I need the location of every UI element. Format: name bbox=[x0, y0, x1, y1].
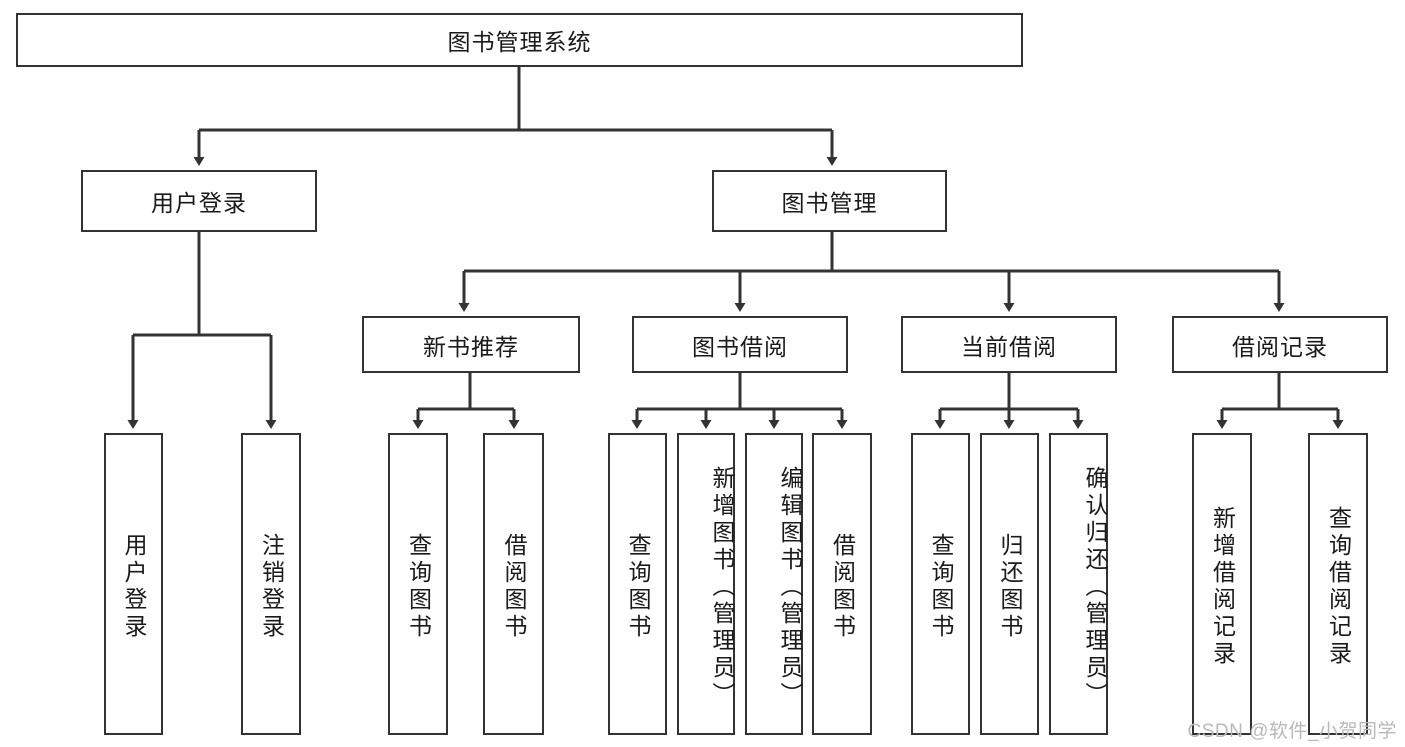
leaf-query-book-current-label: 查询图书 bbox=[928, 533, 954, 641]
leaf-add-borrow-record[interactable]: 新增借阅记录 bbox=[1192, 433, 1252, 735]
node-user-login-label: 用户登录 bbox=[151, 190, 247, 216]
node-current-borrow-label: 当前借阅 bbox=[961, 333, 1057, 360]
node-book-borrow-label: 图书借阅 bbox=[692, 333, 788, 360]
leaf-query-borrow-record-label: 查询借阅记录 bbox=[1325, 506, 1352, 668]
leaf-add-borrow-record-label: 新增借阅记录 bbox=[1209, 506, 1236, 668]
leaf-borrow-book-newbooks-label: 借阅图书 bbox=[501, 533, 527, 641]
leaf-query-book-newbooks-label: 查询图书 bbox=[405, 533, 432, 641]
leaf-confirm-return[interactable]: 确认归还（管理员） bbox=[1049, 433, 1108, 735]
node-new-book-recommend-label: 新书推荐 bbox=[423, 333, 519, 360]
leaf-confirm-return-label: 确认归还（管理员） bbox=[1082, 465, 1108, 709]
leaf-edit-book-label: 编辑图书（管理员） bbox=[777, 465, 803, 709]
leaf-borrow-book-newbooks[interactable]: 借阅图书 bbox=[483, 433, 544, 735]
node-current-borrow[interactable]: 当前借阅 bbox=[901, 316, 1117, 373]
leaf-add-book[interactable]: 新增图书（管理员） bbox=[677, 433, 735, 735]
leaf-add-book-label: 新增图书（管理员） bbox=[709, 465, 735, 709]
leaf-user-login-label: 用户登录 bbox=[121, 533, 147, 641]
node-borrow-records-label: 借阅记录 bbox=[1232, 333, 1328, 360]
leaf-borrow-book-borrow-label: 借阅图书 bbox=[829, 533, 856, 641]
leaf-query-book-borrow[interactable]: 查询图书 bbox=[608, 433, 667, 735]
leaf-user-login[interactable]: 用户登录 bbox=[104, 433, 163, 735]
node-root-label: 图书管理系统 bbox=[447, 29, 592, 55]
node-user-login[interactable]: 用户登录 bbox=[81, 170, 317, 232]
node-book-management[interactable]: 图书管理 bbox=[712, 170, 947, 232]
node-book-borrow[interactable]: 图书借阅 bbox=[632, 316, 848, 373]
node-new-book-recommend[interactable]: 新书推荐 bbox=[362, 316, 580, 373]
leaf-query-book-newbooks[interactable]: 查询图书 bbox=[388, 433, 448, 735]
leaf-edit-book[interactable]: 编辑图书（管理员） bbox=[745, 433, 803, 735]
node-borrow-records[interactable]: 借阅记录 bbox=[1172, 316, 1388, 373]
leaf-user-logout[interactable]: 注销登录 bbox=[241, 433, 301, 735]
node-book-management-label: 图书管理 bbox=[781, 190, 878, 216]
leaf-query-book-current[interactable]: 查询图书 bbox=[911, 433, 970, 735]
leaf-borrow-book-borrow[interactable]: 借阅图书 bbox=[812, 433, 872, 735]
leaf-query-book-borrow-label: 查询图书 bbox=[625, 533, 651, 641]
node-root[interactable]: 图书管理系统 bbox=[16, 13, 1023, 67]
leaf-return-book[interactable]: 归还图书 bbox=[980, 433, 1039, 735]
leaf-return-book-label: 归还图书 bbox=[997, 533, 1023, 641]
leaf-query-borrow-record[interactable]: 查询借阅记录 bbox=[1308, 433, 1368, 735]
leaf-user-logout-label: 注销登录 bbox=[258, 533, 285, 641]
